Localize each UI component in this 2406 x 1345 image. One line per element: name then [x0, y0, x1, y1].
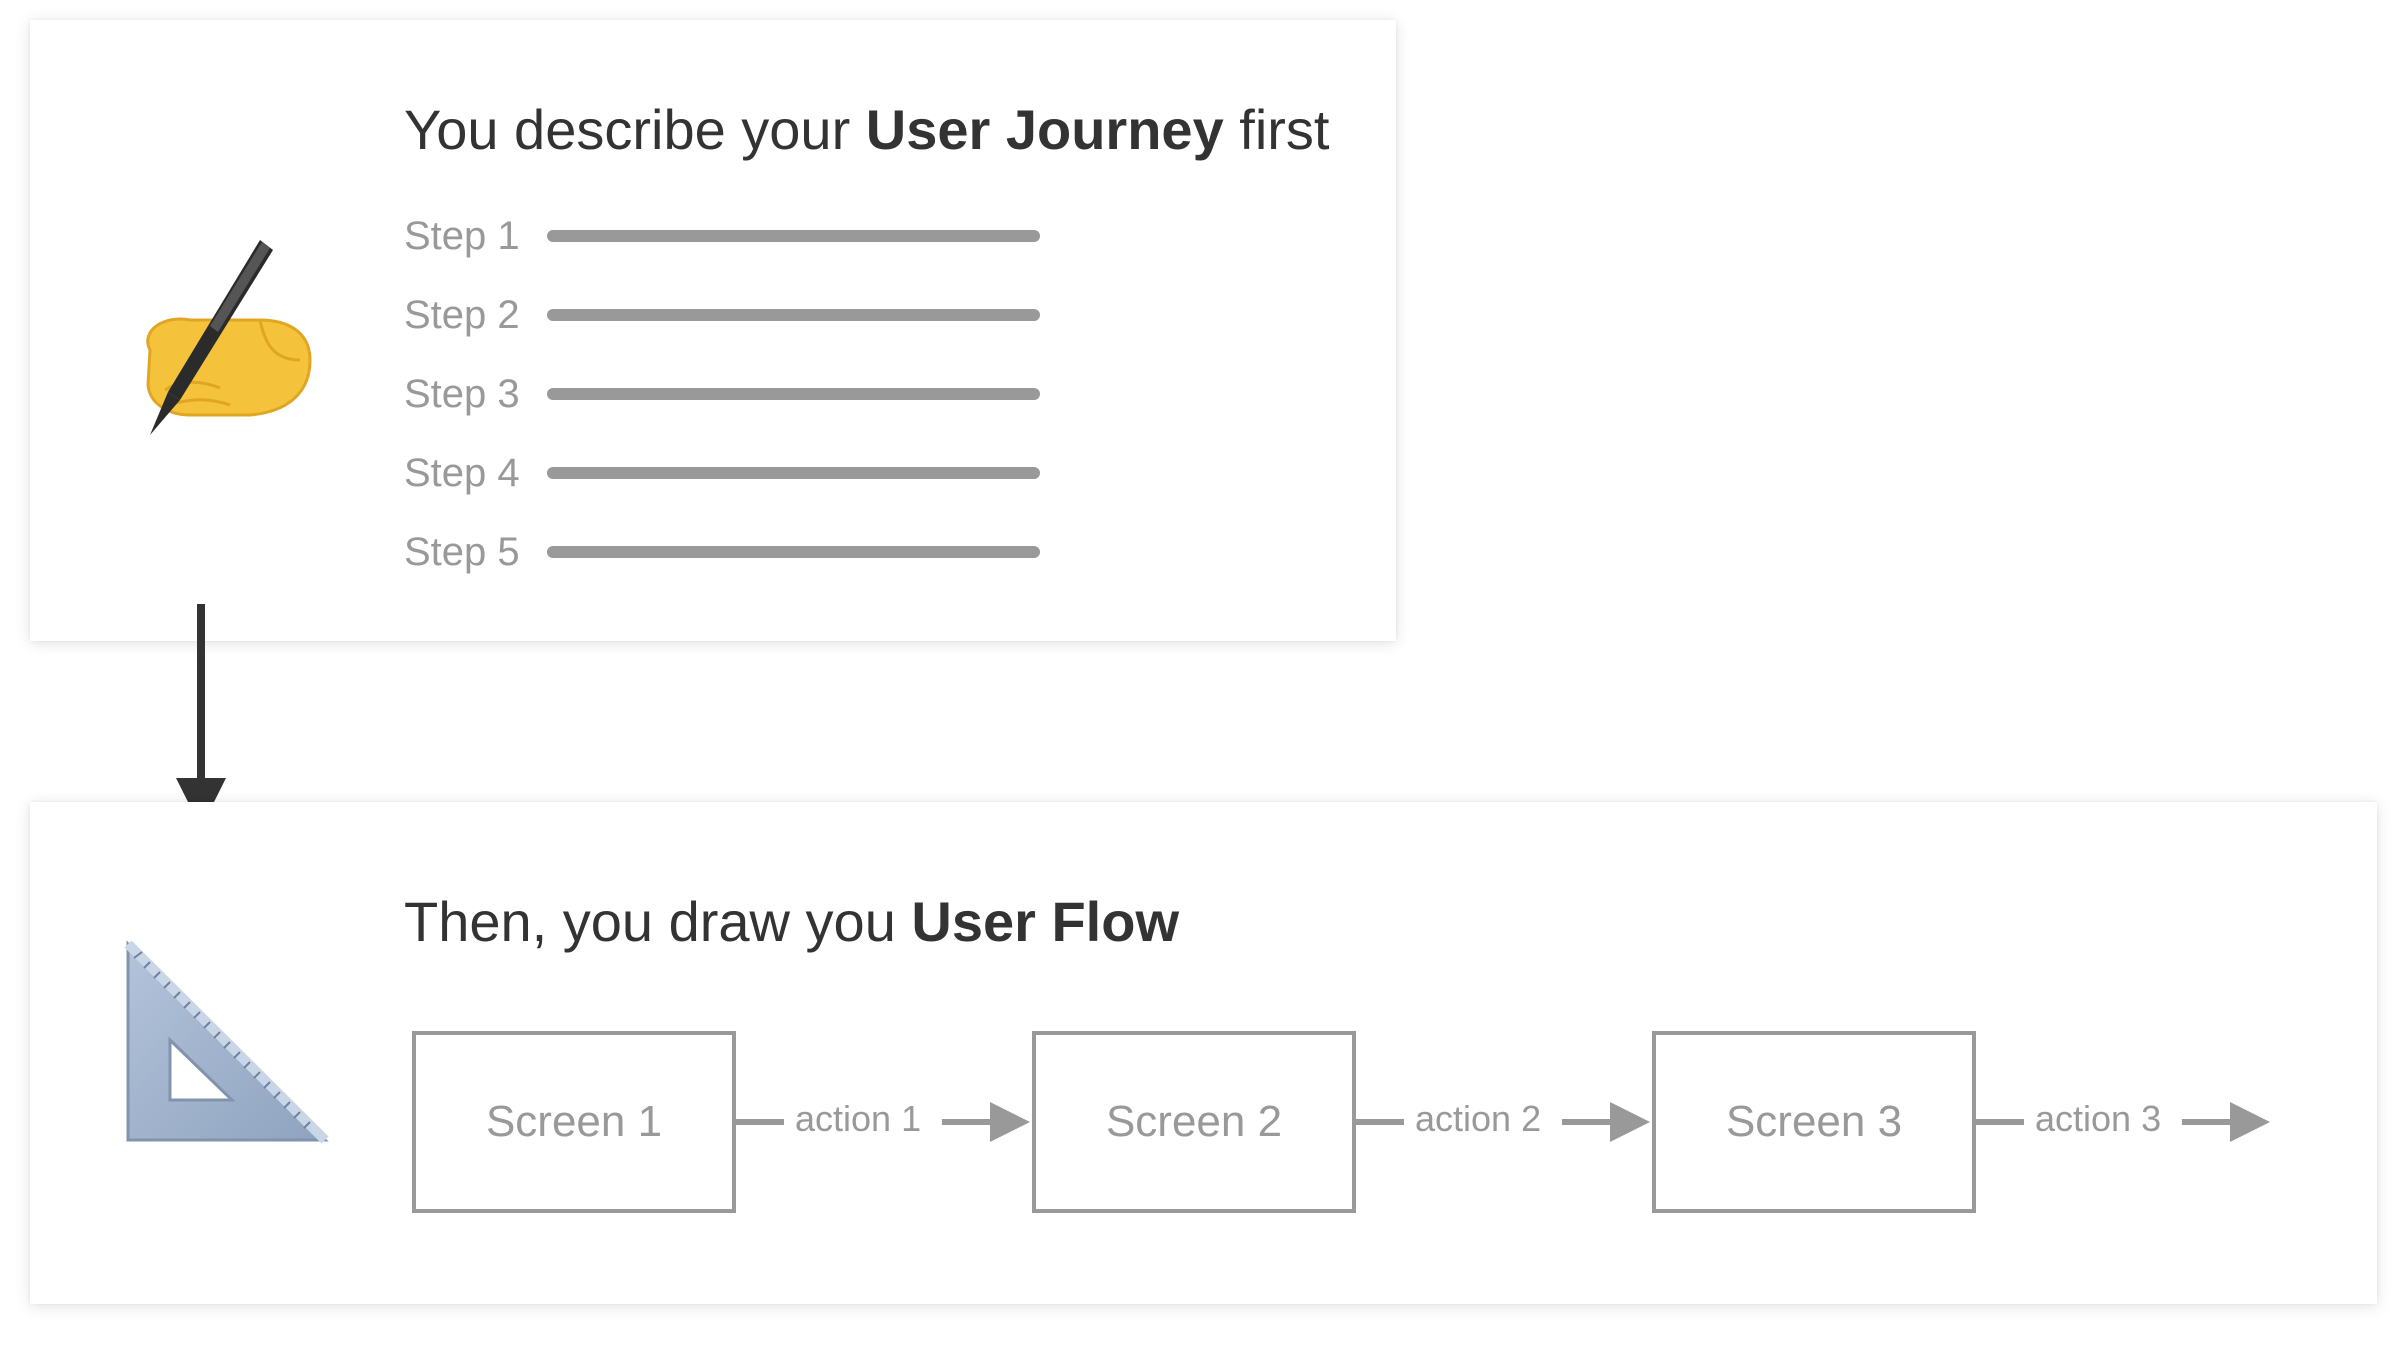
- step-line: [547, 230, 1040, 242]
- step-item: Step 4: [404, 449, 1104, 497]
- screen-box: Screen 3: [1652, 1031, 1976, 1213]
- step-line: [547, 309, 1040, 321]
- flow-heading: Then, you draw you User Flow: [404, 894, 1179, 950]
- writing-hand-icon: [146, 240, 312, 435]
- step-item: Step 1: [404, 212, 1104, 260]
- step-label: Step 5: [404, 530, 520, 574]
- step-label: Step 1: [404, 214, 520, 258]
- action-arrow-icon: [2182, 1102, 2270, 1142]
- journey-heading-bold: User Journey: [865, 98, 1224, 161]
- action-connector-line: [1976, 1119, 2024, 1125]
- screen-label: Screen 1: [485, 1097, 663, 1146]
- action-connector-line: [736, 1119, 784, 1125]
- screen-box: Screen 1: [412, 1031, 736, 1213]
- flow-heading-pre: Then, you draw you: [404, 890, 912, 953]
- action-arrow-icon: [942, 1102, 1030, 1142]
- flow-heading-bold: User Flow: [911, 890, 1180, 953]
- step-label: Step 4: [404, 451, 520, 495]
- screen-label: Screen 3: [1725, 1097, 1903, 1146]
- user-journey-card: You describe your User Journey first Ste…: [30, 20, 1396, 641]
- step-item: Step 3: [404, 370, 1104, 418]
- action-label: action 2: [1415, 1098, 1542, 1139]
- journey-heading-post: first: [1223, 98, 1330, 161]
- screen-label: Screen 2: [1105, 1097, 1283, 1146]
- step-line: [547, 388, 1040, 400]
- step-label: Step 3: [404, 372, 520, 416]
- user-flow-card: Then, you draw you User Flow Screen 1 ac…: [30, 802, 2377, 1304]
- action-label: action 1: [795, 1098, 922, 1139]
- step-item: Step 5: [404, 528, 1104, 576]
- action-arrow-icon: [1562, 1102, 1650, 1142]
- step-line: [547, 467, 1040, 479]
- triangular-ruler-icon: [124, 940, 329, 1144]
- step-label: Step 2: [404, 293, 520, 337]
- journey-heading-pre: You describe your: [404, 98, 866, 161]
- action-label: action 3: [2035, 1098, 2162, 1139]
- journey-heading: You describe your User Journey first: [404, 102, 1329, 158]
- step-item: Step 2: [404, 291, 1104, 339]
- action-connector-line: [1356, 1119, 1404, 1125]
- screen-box: Screen 2: [1032, 1031, 1356, 1213]
- step-line: [547, 546, 1040, 558]
